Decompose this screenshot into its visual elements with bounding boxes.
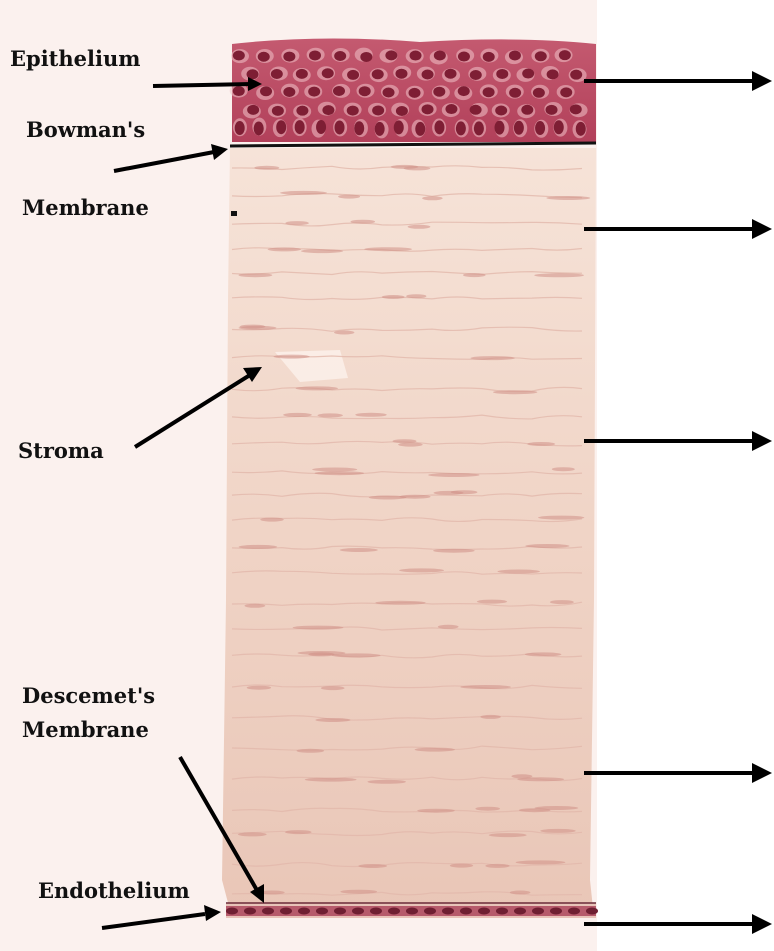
label-descemets-line2: Membrane bbox=[22, 715, 149, 745]
right-arrow-endothelium bbox=[584, 914, 772, 934]
endothelium-pointer-arrow bbox=[102, 905, 221, 928]
stroma-layer bbox=[222, 148, 596, 918]
bowmans-membrane-line bbox=[230, 143, 596, 146]
right-arrow-mid-stroma bbox=[584, 431, 772, 451]
label-stroma: Stroma bbox=[18, 436, 104, 466]
right-arrow-lower-stroma bbox=[584, 763, 772, 783]
tissue-mark bbox=[231, 211, 237, 216]
bowmans-pointer-arrow bbox=[114, 144, 228, 171]
endothelium-cells bbox=[226, 908, 598, 915]
epithelium-layer bbox=[230, 38, 596, 146]
right-arrow-epithelium bbox=[584, 71, 772, 91]
label-bowmans-line1: Bowman's bbox=[26, 115, 145, 145]
right-arrow-upper-stroma bbox=[584, 219, 772, 239]
endothelium-layer bbox=[226, 903, 598, 918]
label-descemets-line1: Descemet's bbox=[22, 681, 155, 711]
label-epithelium: Epithelium bbox=[10, 44, 140, 74]
label-bowmans-line2: Membrane bbox=[22, 193, 149, 223]
right-arrows bbox=[584, 71, 772, 934]
label-endothelium: Endothelium bbox=[38, 876, 190, 906]
